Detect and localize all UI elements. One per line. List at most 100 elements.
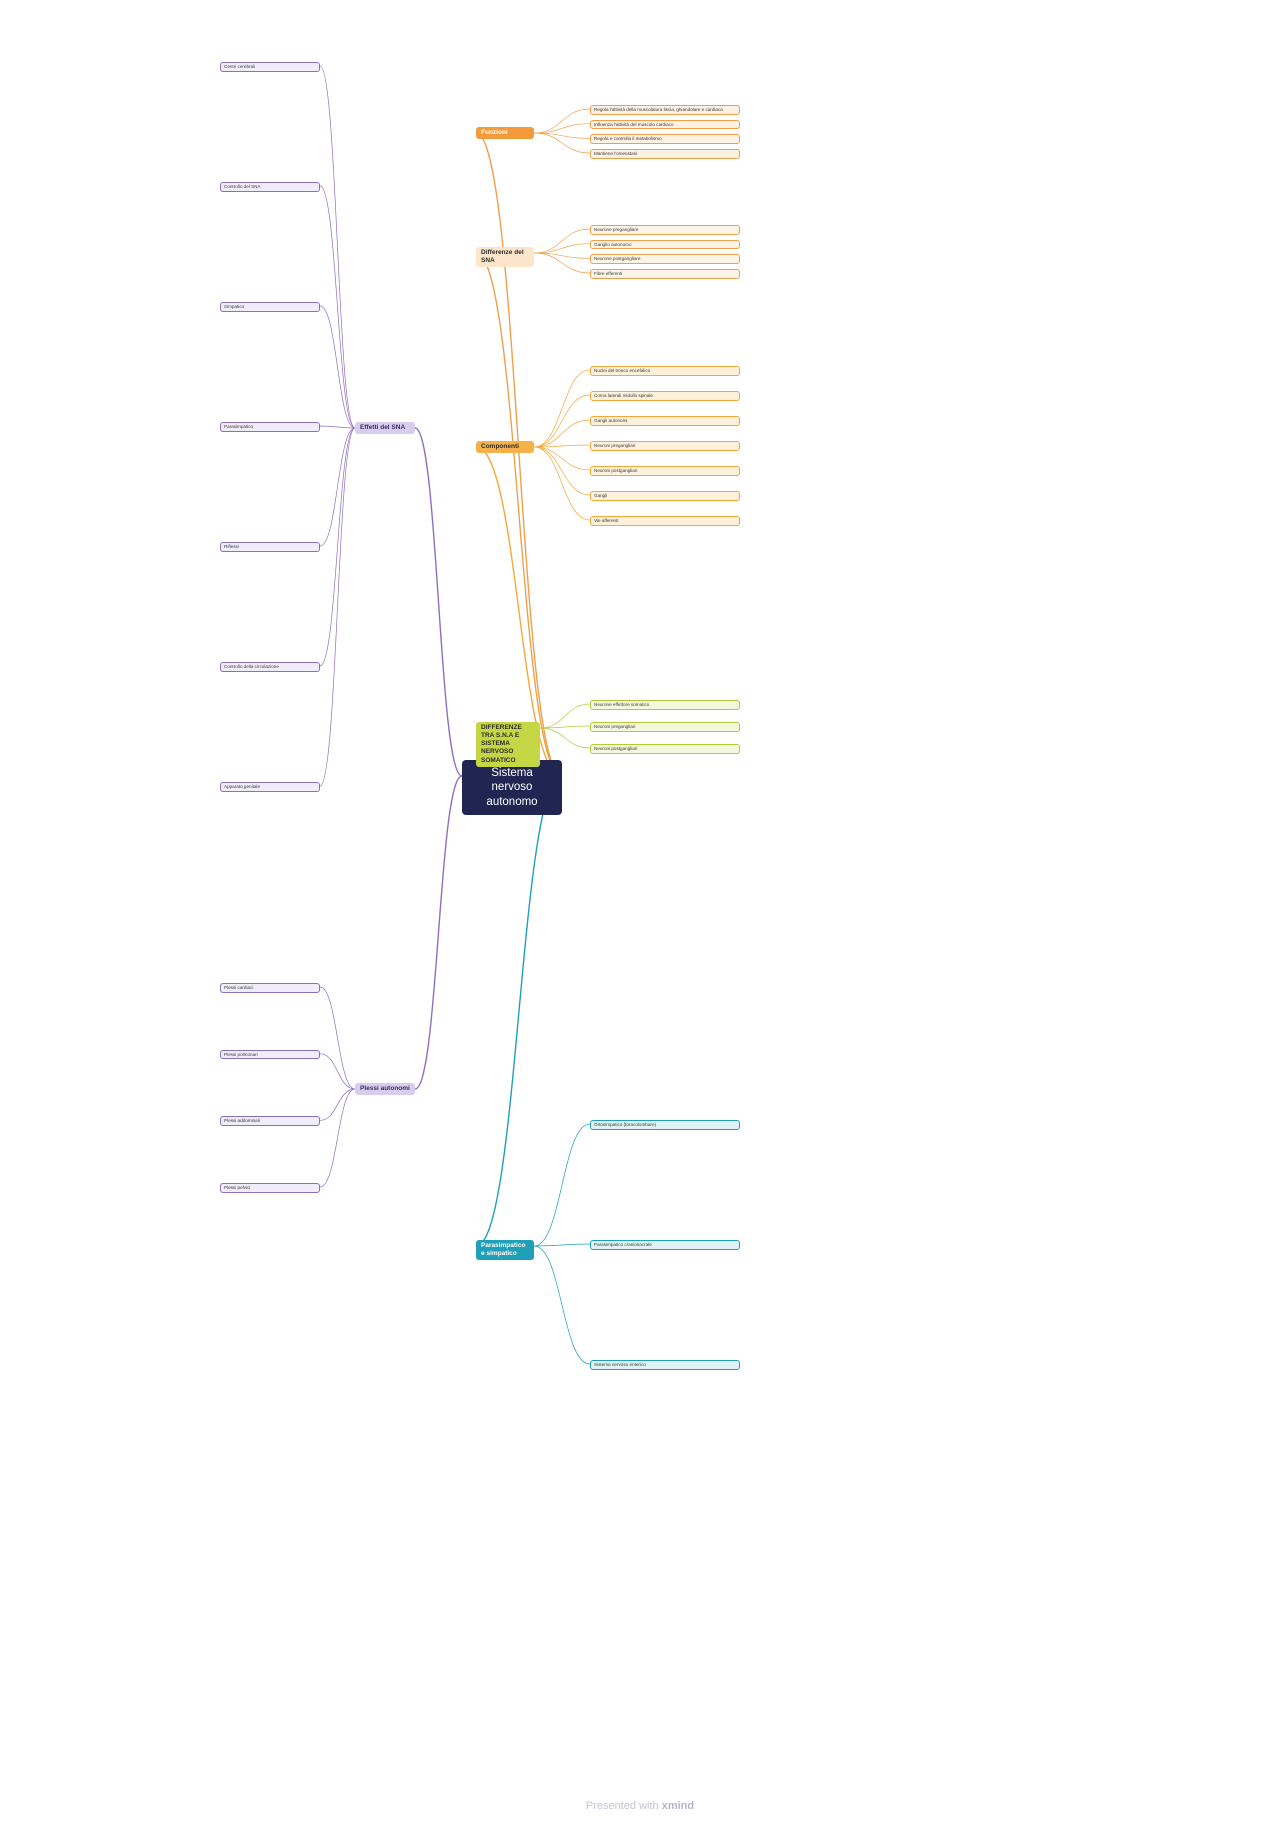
- connector-line: [533, 132, 591, 154]
- left-branch-0-item[interactable]: Riflessi: [220, 542, 320, 552]
- footer-prefix: Presented with: [585, 1800, 659, 1812]
- left-branch-1-item-label: Plessi cardiaci: [224, 985, 254, 990]
- branch-2-item[interactable]: Vie afferenti: [590, 516, 740, 526]
- branch-1[interactable]: Differenze del SNA: [476, 247, 534, 268]
- connector-line: [539, 703, 591, 729]
- branch-1-item[interactable]: Neurone pregangliare: [590, 225, 740, 235]
- branch-0-item[interactable]: Mantiene l'omeostasi: [590, 149, 740, 159]
- branch-0-item[interactable]: Regola e controlla il metabolismo: [590, 134, 740, 145]
- connector-line: [533, 369, 591, 448]
- left-branch-1-item[interactable]: Plessi polmonari: [220, 1049, 320, 1060]
- left-branch-0-item[interactable]: Controllo della circolazione: [220, 662, 320, 672]
- branch-1-item-label: Fibre efferenti: [594, 271, 623, 276]
- branch-2-label: Componenti: [481, 443, 519, 450]
- branch-3-item[interactable]: Neurone effettore somatico: [590, 700, 740, 710]
- left-branch-1-label: Plessi autonomi: [360, 1085, 410, 1092]
- connector-line: [533, 252, 591, 274]
- left-branch-1[interactable]: Plessi autonomi: [355, 1083, 415, 1096]
- branch-1-item[interactable]: Ganglio autonomo: [590, 239, 740, 250]
- left-branch-0-item[interactable]: Apparato genitale: [220, 782, 320, 792]
- branch-4-item[interactable]: Ortosimpatico (toracolombare): [590, 1120, 740, 1130]
- left-branch-1-item[interactable]: Plessi pelvici: [220, 1183, 320, 1193]
- branch-0-label: Funzioni: [481, 129, 508, 136]
- branch-2-item-label: Gangli: [594, 493, 608, 498]
- left-branch-0-label: Effetti del SNA: [360, 424, 406, 431]
- branch-1-label: Differenze del SNA: [481, 249, 524, 265]
- branch-2-item-label: Nuclei del tronco encefalico: [594, 368, 651, 373]
- branch-4-item[interactable]: Sistema nervoso enterico: [590, 1360, 740, 1370]
- left-branch-0-item[interactable]: Controllo del SNA: [220, 182, 320, 192]
- left-branch-0-item[interactable]: Simpatico: [220, 302, 320, 312]
- connector-line: [319, 305, 356, 429]
- branch-0-item[interactable]: Regola l'attività della muscolatura lisc…: [590, 105, 740, 115]
- left-branch-1-item[interactable]: Plessi cardiaci: [220, 983, 320, 993]
- xmind-logo: xmind: [661, 1800, 695, 1812]
- connector-line: [414, 427, 463, 777]
- left-branch-1-item-label: Plessi polmonari: [224, 1051, 258, 1057]
- branch-4-item-label: Ortosimpatico (toracolombare): [594, 1122, 657, 1127]
- branch-2-item[interactable]: Corna laterali midollo spinale: [590, 391, 740, 401]
- branch-2-item[interactable]: Neuroni pregangliari: [590, 441, 740, 451]
- connector-line: [533, 1123, 591, 1247]
- footer-credit: Presented with xmind: [0, 1800, 1280, 1812]
- connector-line: [319, 185, 356, 429]
- connector-line: [475, 446, 563, 777]
- branch-3-label: DIFFERENZE TRA S.N.A E SISTEMA NERVOSO S…: [481, 724, 522, 764]
- connector-line: [475, 132, 563, 777]
- branch-4-label: Parasimpatico e simpatico: [481, 1242, 526, 1258]
- connector-line: [475, 252, 563, 777]
- branch-2-item[interactable]: Nuclei del tronco encefalico: [590, 366, 740, 376]
- connector-line: [319, 1088, 356, 1188]
- left-branch-0[interactable]: Effetti del SNA: [355, 422, 415, 435]
- connector-line: [533, 446, 591, 521]
- connector-line: [533, 108, 591, 134]
- left-branch-0-item-label: Apparato genitale: [224, 784, 261, 789]
- connector-line: [319, 1088, 356, 1121]
- branch-4-item-label: Parasimpatico craniosacrale: [594, 1242, 652, 1247]
- branch-2[interactable]: Componenti: [476, 441, 534, 454]
- left-branch-0-item-label: Riflessi: [224, 544, 239, 549]
- branch-4-item-label: Sistema nervoso enterico: [594, 1362, 646, 1367]
- left-branch-1-item[interactable]: Plessi addominali: [220, 1116, 320, 1127]
- left-branch-0-item[interactable]: Parasimpatico: [220, 422, 320, 432]
- central-topic[interactable]: Sistema nervoso autonomo: [462, 760, 562, 816]
- branch-2-item[interactable]: Neuroni postgangliari: [590, 466, 740, 476]
- connector-line: [533, 446, 591, 471]
- connector-line: [533, 1243, 591, 1247]
- branch-1-item[interactable]: Fibre efferenti: [590, 269, 740, 279]
- branch-1-item[interactable]: Neurone postgangliare: [590, 254, 740, 265]
- branch-4-item[interactable]: Parasimpatico craniosacrale: [590, 1240, 740, 1250]
- branch-2-item[interactable]: Gangli autonomi: [590, 416, 740, 426]
- left-branch-1-item-label: Plessi pelvici: [224, 1185, 251, 1190]
- left-branch-0-item-label: Simpatico: [224, 304, 245, 309]
- connector-line: [539, 727, 591, 749]
- branch-3-item[interactable]: Neuroni postgangliari: [590, 744, 740, 754]
- connector-line: [319, 1053, 356, 1090]
- branch-3-item[interactable]: Neuroni pregangliari: [590, 722, 740, 732]
- connector-line: [319, 65, 356, 429]
- left-branch-0-item[interactable]: Centri cerebrali: [220, 62, 320, 72]
- branch-0[interactable]: Funzioni: [476, 127, 534, 140]
- connector-line: [533, 1245, 591, 1365]
- branch-0-item[interactable]: Influenza l'attività del muscolo cardiac…: [590, 119, 740, 130]
- left-branch-0-item-label: Parasimpatico: [224, 424, 254, 429]
- connector-line: [319, 986, 356, 1090]
- connector-line: [414, 775, 463, 1090]
- branch-3-item-label: Neurone effettore somatico: [594, 702, 650, 707]
- branch-3[interactable]: DIFFERENZE TRA S.N.A E SISTEMA NERVOSO S…: [476, 722, 540, 767]
- left-branch-0-item-label: Centri cerebrali: [224, 64, 256, 69]
- connector-line: [539, 725, 591, 729]
- connector-line: [533, 419, 591, 448]
- branch-2-item-label: Gangli autonomi: [594, 418, 628, 423]
- connector-line: [319, 427, 356, 787]
- branch-2-item-label: Neuroni pregangliari: [594, 443, 636, 448]
- connector-line: [319, 427, 356, 547]
- connector-line: [319, 427, 356, 667]
- branch-2-item[interactable]: Gangli: [590, 491, 740, 501]
- branch-0-item-label: Influenza l'attività del muscolo cardiac…: [594, 121, 674, 127]
- branch-4[interactable]: Parasimpatico e simpatico: [476, 1240, 534, 1261]
- left-branch-0-item-label: Controllo della circolazione: [224, 664, 279, 669]
- connector-line: [533, 243, 591, 254]
